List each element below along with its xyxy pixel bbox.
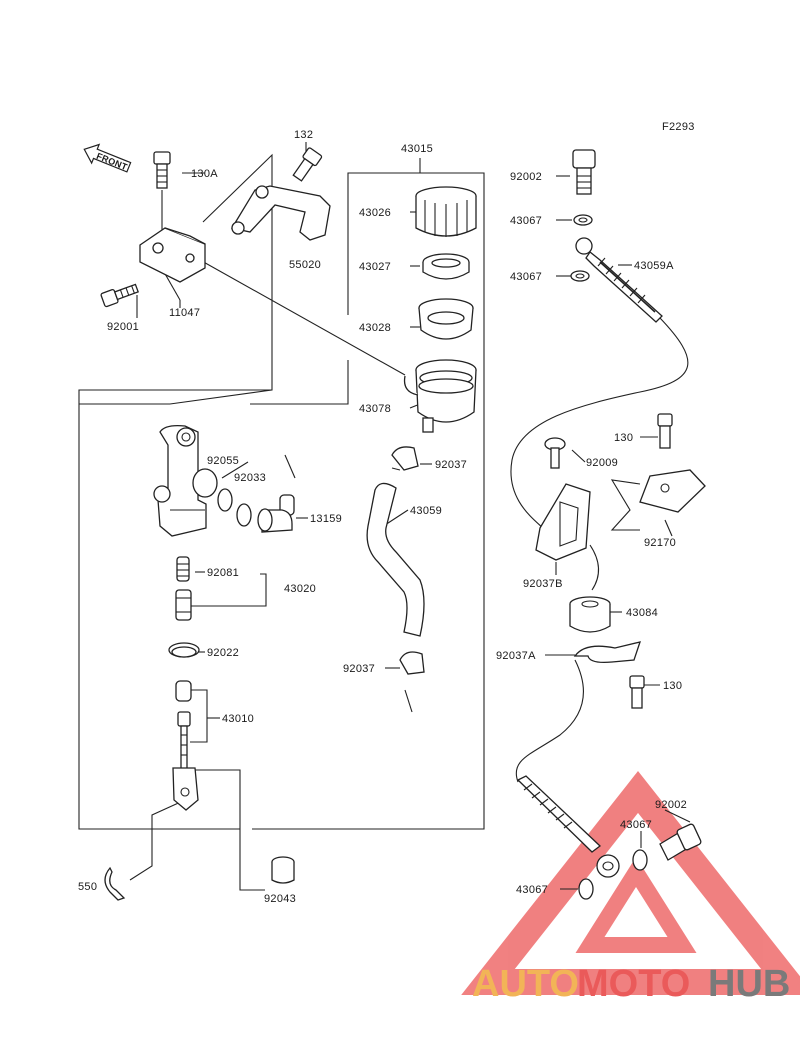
label-550: 550 — [78, 881, 97, 893]
label-43067-d: 43067 — [516, 884, 548, 896]
label-130-low: 130 — [663, 680, 682, 692]
label-92037a: 92037A — [496, 650, 536, 662]
label-92043: 92043 — [264, 893, 296, 905]
diaphragm-43028-icon — [418, 298, 474, 340]
watermark-logo: AUTO MOTO HUB — [472, 963, 790, 1005]
bracket-11047-icon — [139, 227, 206, 283]
cotter-pin-550-icon — [104, 866, 126, 901]
pushrod-43010-icon — [172, 680, 199, 811]
clamp-92170-icon — [610, 469, 706, 531]
label-43027: 43027 — [359, 261, 391, 273]
washer-43067-b-icon — [570, 270, 590, 282]
hose-43059a-top-icon — [575, 237, 663, 323]
cap-43026-icon — [415, 186, 477, 237]
label-43078: 43078 — [359, 403, 391, 415]
label-13159: 13159 — [310, 513, 342, 525]
label-92170: 92170 — [644, 537, 676, 549]
master-cylinder-icon — [153, 424, 218, 537]
plate-43027-icon — [422, 253, 470, 280]
washer-43067-c-icon — [632, 849, 648, 871]
banjo-bolt-92002-low-icon — [659, 823, 702, 861]
clamp-92037-low-icon — [399, 651, 425, 675]
label-43026: 43026 — [359, 207, 391, 219]
label-92002-low: 92002 — [655, 799, 687, 811]
hose-43059a-bottom-icon — [516, 775, 620, 878]
piston-43020-icon — [175, 589, 192, 621]
label-92009: 92009 — [586, 457, 618, 469]
label-43059a: 43059A — [634, 260, 674, 272]
guard-55020-icon — [230, 185, 331, 241]
washer-43067-a-icon — [573, 214, 593, 226]
label-43067-a: 43067 — [510, 215, 542, 227]
watermark-moto: MOTO — [577, 963, 690, 1005]
screw-92009-icon — [544, 437, 566, 469]
fitting-13159-icon — [257, 494, 295, 533]
o-ring-92055-icon — [217, 488, 233, 512]
label-43059: 43059 — [410, 505, 442, 517]
label-92037b: 92037B — [523, 578, 563, 590]
bolt-132-icon — [292, 147, 323, 182]
front-arrow: FRONT — [83, 143, 132, 173]
bolt-130a-icon — [153, 151, 171, 189]
guide-92037b-icon — [535, 483, 591, 561]
label-92037-top: 92037 — [435, 459, 467, 471]
label-132: 132 — [294, 129, 313, 141]
label-43010: 43010 — [222, 713, 254, 725]
label-92037-low: 92037 — [343, 663, 375, 675]
circlip-92022-icon — [168, 642, 200, 658]
clamp-92037-top-icon — [391, 446, 419, 471]
label-55020: 55020 — [289, 259, 321, 271]
label-92033: 92033 — [234, 472, 266, 484]
bolt-92001-icon — [100, 283, 139, 308]
label-92055: 92055 — [207, 455, 239, 467]
bolt-130-top-icon — [657, 413, 673, 449]
bolt-130-low-icon — [629, 675, 645, 709]
banjo-bolt-92002-top-icon — [572, 149, 596, 195]
label-130-top: 130 — [614, 432, 633, 444]
label-43067-b: 43067 — [510, 271, 542, 283]
label-92002-top: 92002 — [510, 171, 542, 183]
pin-92043-icon — [271, 856, 295, 884]
hose-43059-icon — [366, 482, 425, 637]
label-43020: 43020 — [284, 583, 316, 595]
label-92022: 92022 — [207, 647, 239, 659]
label-92001: 92001 — [107, 321, 139, 333]
spring-92081-icon — [176, 556, 190, 582]
grommet-43084-icon — [569, 596, 611, 633]
figure-code: F2293 — [662, 121, 695, 133]
label-11047: 11047 — [169, 307, 200, 319]
front-label: FRONT — [95, 151, 129, 173]
label-43015: 43015 — [401, 143, 433, 155]
label-43067-c: 43067 — [620, 819, 652, 831]
label-130a: 130A — [191, 168, 218, 180]
watermark-auto: AUTO — [472, 963, 579, 1005]
label-43028: 43028 — [359, 322, 391, 334]
washer-43067-d-icon — [578, 878, 594, 900]
reservoir-43078-icon — [403, 359, 477, 433]
label-92081: 92081 — [207, 567, 239, 579]
assembly-outline-main — [78, 158, 485, 830]
hose-route — [510, 317, 689, 783]
watermark-hub: HUB — [708, 963, 790, 1005]
snap-ring-92033-icon — [236, 503, 252, 527]
label-43084: 43084 — [626, 607, 658, 619]
watermark-triangle — [461, 771, 800, 995]
clip-92037a-icon — [573, 641, 641, 664]
